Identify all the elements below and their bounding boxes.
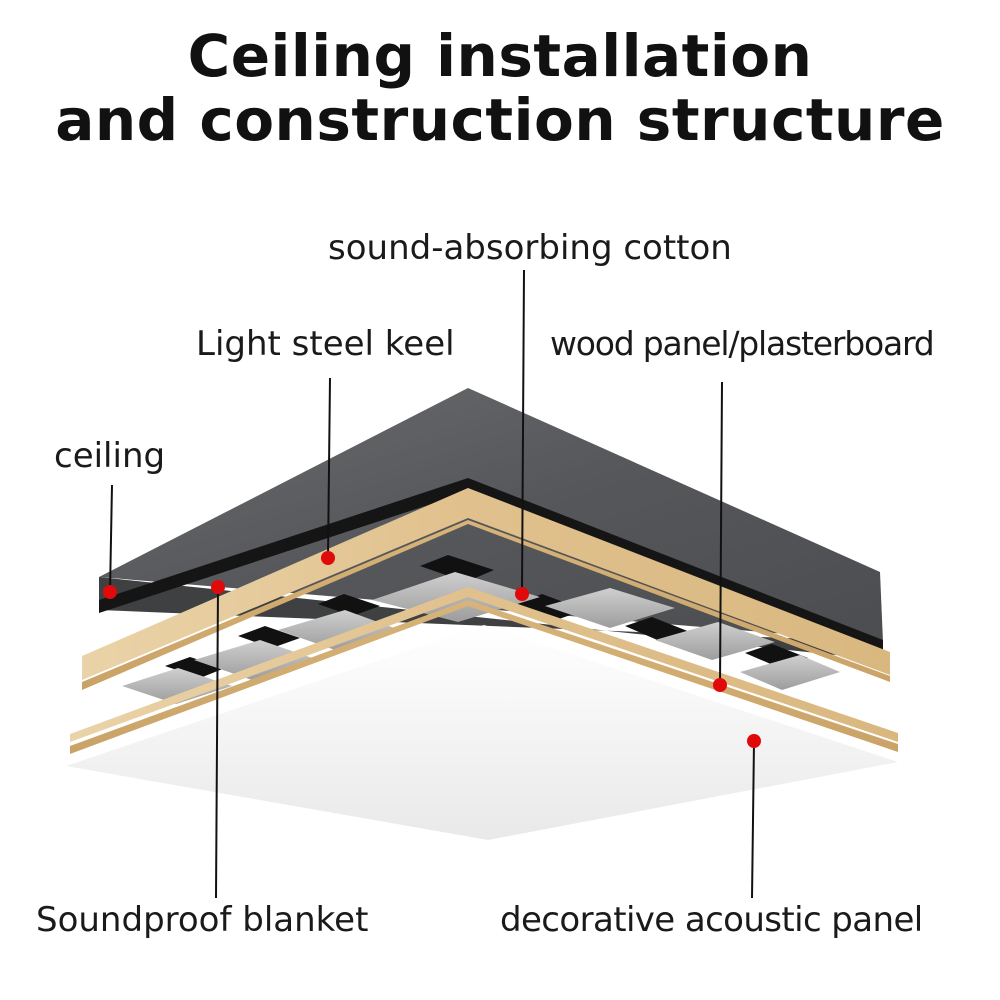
label-wood-panel-plasterboard: wood panel/plasterboard — [550, 324, 935, 363]
marker-dot-ceiling — [103, 585, 117, 599]
marker-dot-cotton — [515, 587, 529, 601]
cotton-block — [194, 640, 318, 680]
keel-gap — [238, 626, 300, 648]
label-sound-absorbing-cotton: sound-absorbing cotton — [328, 228, 732, 268]
marker-dot-acoustic — [747, 734, 761, 748]
leader-lines — [109, 269, 755, 899]
cotton-block — [740, 655, 840, 690]
marker-dot-keel — [321, 551, 335, 565]
title-line-1: Ceiling installation — [187, 22, 813, 90]
leader-line-cotton — [521, 269, 525, 593]
leader-line-acoustic — [751, 741, 755, 899]
cotton-block — [655, 622, 775, 660]
leader-line-ceiling — [109, 484, 113, 593]
label-decorative-acoustic-panel: decorative acoustic panel — [500, 900, 923, 940]
decorative-acoustic-panel — [66, 625, 898, 840]
marker-dot-blanket — [211, 580, 225, 594]
keel-gap — [420, 555, 494, 582]
label-light-steel-keel: Light steel keel — [196, 324, 455, 364]
cotton-block — [278, 610, 400, 650]
marker-dot-wood-panel — [713, 678, 727, 692]
page-title: Ceiling installation and construction st… — [0, 24, 1000, 152]
cotton-block — [545, 588, 675, 628]
cotton-block — [122, 668, 232, 704]
label-soundproof-blanket: Soundproof blanket — [36, 900, 369, 940]
label-ceiling: ceiling — [54, 436, 166, 476]
leader-line-blanket — [215, 586, 219, 899]
leader-line-wood-panel — [719, 381, 723, 685]
keel-gap — [318, 594, 380, 616]
title-line-2: and construction structure — [55, 86, 945, 154]
keel-gap — [165, 657, 225, 678]
leader-line-keel — [327, 377, 331, 559]
marker-dots — [103, 551, 761, 748]
